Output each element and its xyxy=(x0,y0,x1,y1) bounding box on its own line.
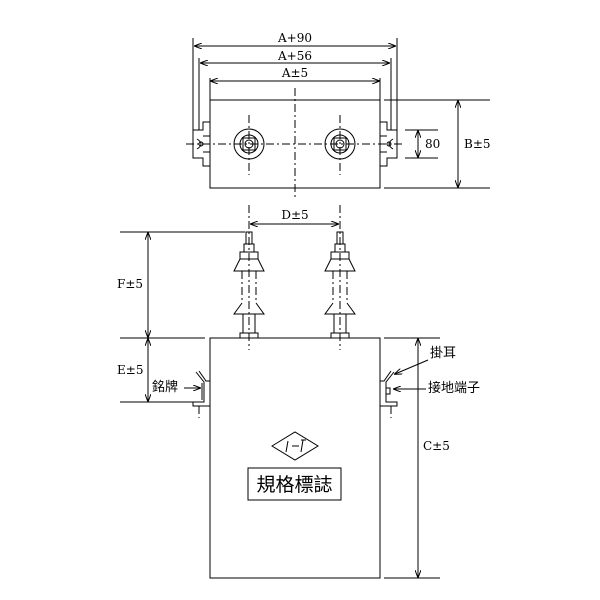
hanging-ear-label: 掛耳 xyxy=(430,346,456,361)
dim-b5-label: B±5 xyxy=(464,137,491,151)
nameplate-label: 銘牌 xyxy=(152,379,178,395)
spec-label: 規格標誌 xyxy=(256,474,332,496)
capacitor-body xyxy=(209,337,381,579)
bracket-top-left xyxy=(192,121,210,167)
bracket-right xyxy=(380,370,398,418)
dim-f5-label: F±5 xyxy=(117,277,143,291)
bracket-top-right xyxy=(380,121,398,167)
dim-c5-label: C±5 xyxy=(423,439,450,453)
top-view: A+90 A+56 A±5 80 B±5 xyxy=(186,31,491,200)
bracket-left xyxy=(192,370,210,418)
dim-a56-label: A+56 xyxy=(277,49,312,63)
bushing-top-left xyxy=(233,128,265,160)
dim-a5-label: A±5 xyxy=(281,66,308,80)
dim-a90-label: A+90 xyxy=(277,31,312,45)
manufacturer-logo xyxy=(271,431,319,461)
dim-80-label: 80 xyxy=(425,137,440,151)
bushing-top-right xyxy=(324,128,356,160)
spec-label-box xyxy=(247,467,342,501)
front-view: D±5 F±5 E±5 銘牌 掛耳 接地 xyxy=(117,205,480,579)
ground-terminal-label: 接地端子 xyxy=(428,380,480,396)
dim-d5-label: D±5 xyxy=(281,208,308,222)
dim-e5-label: E±5 xyxy=(117,363,143,377)
